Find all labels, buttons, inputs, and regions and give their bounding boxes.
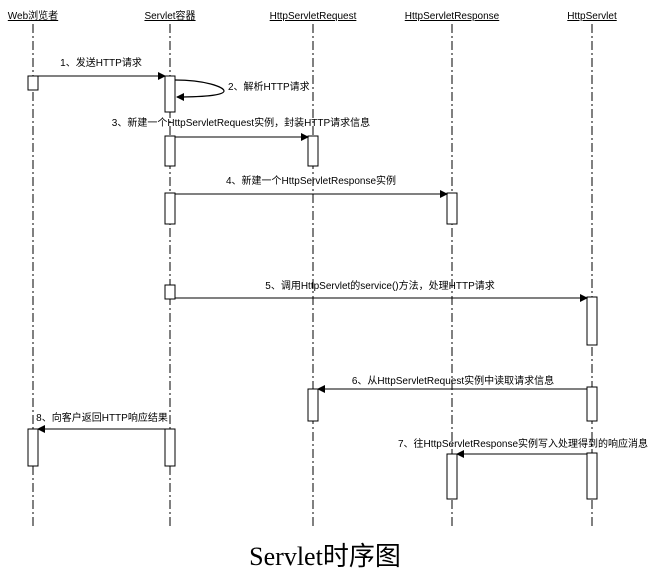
activation-box bbox=[27, 428, 39, 467]
message-label-8: 7、往HttpServletResponse实例写入处理得到的响应消息 bbox=[398, 437, 648, 450]
activation-box bbox=[164, 192, 176, 225]
activation-box bbox=[307, 388, 319, 422]
activation-box bbox=[164, 135, 176, 167]
activation-box bbox=[307, 135, 319, 167]
message-label-4: 4、新建一个HttpServletResponse实例 bbox=[226, 174, 396, 187]
message-label-5: 5、调用HttpServlet的service()方法，处理HTTP请求 bbox=[265, 279, 494, 292]
message-label-2: 2、解析HTTP请求 bbox=[228, 80, 310, 93]
message-label-6: 6、从HttpServletRequest实例中读取请求信息 bbox=[352, 374, 554, 387]
diagram-caption: Servlet时序图 bbox=[249, 542, 401, 571]
activation-box bbox=[446, 453, 458, 500]
message-label-3: 3、新建一个HttpServletRequest实例，封装HTTP请求信息 bbox=[112, 116, 370, 129]
activation-box bbox=[27, 75, 39, 91]
actor-label-4: HttpServletResponse bbox=[405, 11, 500, 22]
actor-label-5: HttpServlet bbox=[567, 11, 617, 22]
message-label-7: 8、向客户返回HTTP响应结果 bbox=[36, 411, 168, 424]
activation-box bbox=[164, 284, 176, 300]
activation-box bbox=[586, 296, 598, 346]
activation-box bbox=[586, 386, 598, 422]
activation-box bbox=[164, 75, 176, 113]
message-arrow-2 bbox=[174, 79, 225, 101]
activation-box bbox=[446, 192, 458, 225]
activation-box bbox=[164, 428, 176, 467]
activation-box bbox=[586, 452, 598, 500]
actor-label-3: HttpServletRequest bbox=[270, 11, 357, 22]
message-label-1: 1、发送HTTP请求 bbox=[60, 56, 142, 69]
actor-label-1: Web浏览者 bbox=[8, 9, 58, 22]
actor-label-2: Servlet容器 bbox=[144, 9, 195, 22]
